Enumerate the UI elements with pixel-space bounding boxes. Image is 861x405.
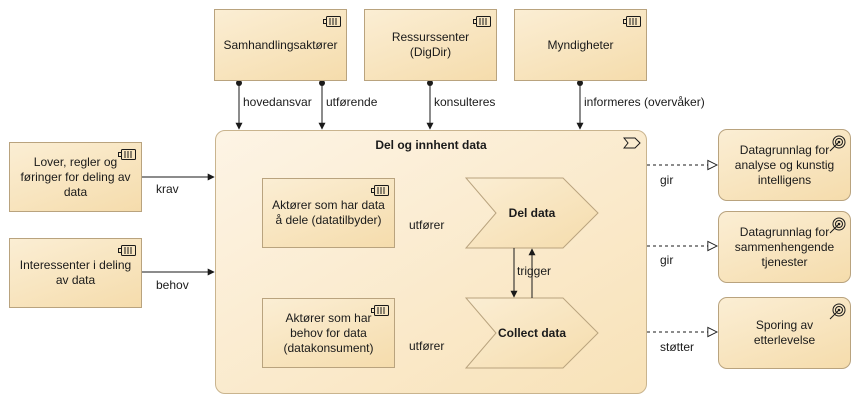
del-data-label: Del data (508, 206, 556, 220)
lover-regler-node[interactable]: Lover, regler og føringer for deling av … (9, 142, 142, 212)
process-arrow-icon (623, 137, 641, 149)
collect-data-label: Collect data (497, 326, 566, 340)
stotter-label: støtter (660, 340, 695, 354)
gir-analyse-label: gir (660, 173, 674, 187)
role-battery-icon (371, 305, 389, 316)
informeres-connector (576, 80, 584, 130)
outcome-target-icon (829, 135, 846, 152)
role-battery-icon (623, 16, 641, 27)
role-battery-icon (118, 245, 136, 256)
role-battery-icon (323, 16, 341, 27)
utforer-collect-label: utfører (409, 339, 445, 353)
sporing-av-etterlevelse-label: Sporing av etterlevelse (753, 318, 816, 347)
lover-regler-label: Lover, regler og føringer for deling av … (20, 154, 131, 199)
outcome-target-icon (829, 217, 846, 234)
datakonsument-node[interactable]: Aktører som har behov for data (datakons… (262, 298, 395, 368)
datatilbyder-node[interactable]: Aktører som har data å dele (datatilbyde… (262, 178, 395, 248)
hovedansvar-label: hovedansvar (243, 95, 312, 109)
utforende-connector (318, 80, 326, 130)
ressurssenter-node[interactable]: Ressurssenter (DigDir) (364, 9, 497, 81)
interessenter-label: Interessenter i deling av data (19, 258, 132, 287)
datagrunnlag-tjenester-node[interactable]: Datagrunnlag for sammenhengende tjeneste… (718, 211, 851, 283)
behov-label: behov (156, 278, 189, 292)
konsulteres-label: konsulteres (434, 95, 496, 109)
role-battery-icon (371, 185, 389, 196)
samhandlingsaktorer-label: Samhandlingsaktører (223, 37, 338, 52)
myndigheter-label: Myndigheter (547, 37, 614, 52)
role-battery-icon (473, 16, 491, 27)
datatilbyder-label: Aktører som har data å dele (datatilbyde… (272, 198, 385, 227)
datakonsument-label: Aktører som har behov for data (datakons… (283, 310, 374, 355)
utforende-label: utførende (326, 95, 378, 109)
myndigheter-node[interactable]: Myndigheter (514, 9, 647, 81)
informeres-label: informeres (overvåker) (584, 95, 705, 109)
sporing-av-etterlevelse-node[interactable]: Sporing av etterlevelse (718, 297, 851, 369)
konsulteres-connector (426, 80, 434, 130)
samhandlingsaktorer-node[interactable]: Samhandlingsaktører (214, 9, 347, 81)
outcome-target-icon (829, 303, 846, 320)
ressurssenter-label: Ressurssenter (DigDir) (391, 30, 470, 59)
datagrunnlag-analyse-node[interactable]: Datagrunnlag for analyse og kunstig inte… (718, 129, 851, 201)
trigger-label: trigger (517, 264, 552, 278)
interessenter-node[interactable]: Interessenter i deling av data (9, 238, 142, 308)
utforer-del-label: utfører (409, 218, 445, 232)
role-battery-icon (118, 149, 136, 160)
krav-label: krav (156, 182, 179, 196)
datagrunnlag-tjenester-label: Datagrunnlag for sammenhengende tjeneste… (734, 224, 835, 269)
hovedansvar-connector (235, 80, 243, 130)
group-title: Del og innhent data (375, 138, 487, 152)
datagrunnlag-analyse-label: Datagrunnlag for analyse og kunstig inte… (734, 142, 835, 187)
gir-tjenester-label: gir (660, 253, 674, 267)
